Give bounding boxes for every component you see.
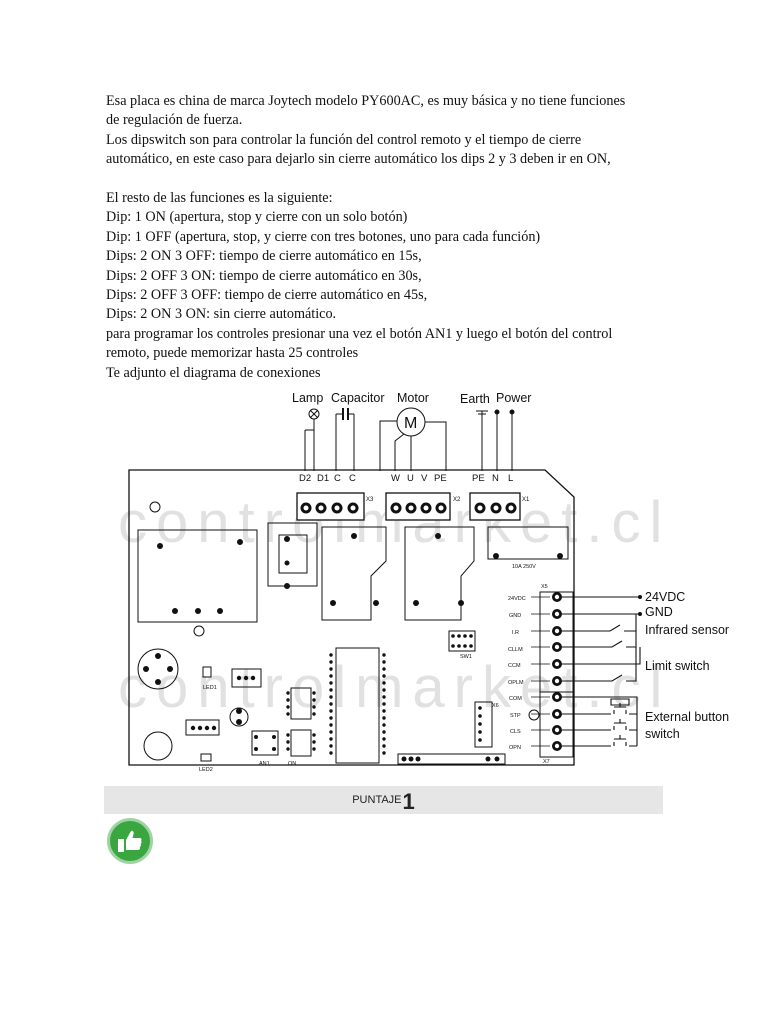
on-label: ON [288, 761, 296, 767]
paragraph-line: El resto de las funciones es la siguient… [106, 190, 333, 207]
x7-pin-com: COM [509, 696, 522, 702]
relay-1-inner [278, 534, 308, 574]
fuse-label: 10A 250V [512, 564, 536, 570]
mount-hole [149, 501, 161, 513]
connector-x6 [474, 701, 493, 748]
paragraph-line: Dip: 1 ON (apertura, stop y cierre con u… [106, 209, 408, 226]
x3-label: X3 [366, 497, 374, 503]
buzzer [137, 648, 179, 690]
wiring-diagram: controlmarket.cl controlmarket.cl Lamp C… [118, 391, 729, 773]
ext-button-label-2: switch [645, 727, 680, 741]
x7-pin-stp: STP [510, 713, 521, 719]
ext-infrared-label: Infrared sensor [645, 623, 729, 637]
x5-pin-oplm: OPLM [508, 680, 524, 686]
x2-label: X2 [453, 497, 461, 503]
paragraph-line: Dips: 2 ON 3 OFF: tiempo de cierre autom… [106, 248, 422, 265]
an1-label: AN1 [259, 761, 270, 767]
x6-label: X6 [492, 703, 499, 709]
chip-pins [286, 653, 386, 755]
connector-bottom [397, 753, 506, 765]
x2-pin-v: V [421, 473, 428, 484]
x5-pin-gnd: GND [509, 613, 521, 619]
ext-gnd-label: GND [645, 605, 673, 619]
motor-symbol: M [404, 415, 417, 432]
paragraph-line: Esa placa es china de marca Joytech mode… [106, 93, 626, 109]
paragraph-line: Dip: 1 OFF (apertura, stop, y cierre con… [106, 228, 541, 245]
paragraph-line: Te adjunto el diagrama de conexiones [106, 364, 321, 381]
relay-3 [404, 526, 475, 621]
dipswitch-sw1 [448, 630, 476, 652]
mount-hole [193, 625, 205, 637]
relay-2 [321, 526, 387, 621]
x3-pin-d2: D2 [299, 473, 311, 484]
x5-pin-ir: I.R [512, 630, 519, 636]
x1-pin-l: L [508, 473, 513, 484]
score-label: PUNTAJE [352, 794, 402, 806]
x1-pin-pe: PE [472, 473, 485, 484]
ext-button-label: External button [645, 710, 729, 724]
external-wiring [562, 596, 641, 747]
ic-1 [290, 687, 312, 720]
paragraph-line: de regulación de fuerza. [106, 112, 243, 129]
article-text: Esa placa es china de marca Joytech mode… [106, 92, 686, 383]
x7-pin-opn: OPN [509, 745, 521, 751]
an1-button [251, 730, 279, 756]
paragraph-line: automático, en este caso para dejarlo si… [106, 151, 611, 168]
power-label: Power [496, 391, 531, 405]
x2-pin-u: U [407, 473, 414, 484]
x5-pin-cllm: CLLM [508, 647, 523, 653]
led2 [200, 753, 212, 762]
x1-label: X1 [522, 497, 530, 503]
x2-pin-w: W [391, 473, 400, 484]
fuse [487, 526, 569, 560]
mcu-chip [335, 647, 380, 764]
x5-pin-ccm: CCM [508, 663, 521, 669]
earth-label: Earth [460, 392, 490, 406]
paragraph-line: Dips: 2 OFF 3 OFF: tiempo de cierre auto… [106, 287, 428, 304]
connector-small-2 [185, 719, 220, 736]
paragraph-line: Los dipswitch son para controlar la func… [106, 131, 582, 148]
lamp-label: Lamp [292, 391, 323, 405]
led1 [202, 666, 212, 678]
led1-label: LED1 [203, 685, 217, 691]
x7-label: X7 [543, 759, 550, 765]
terminal-block-x7 [539, 691, 574, 758]
ext-limit-switch-label: Limit switch [645, 659, 710, 673]
paragraph-line: Dips: 2 OFF 3 ON: tiempo de cierre autom… [106, 267, 422, 284]
capacitor-1 [143, 731, 173, 761]
blank-line [106, 170, 686, 189]
x1-pin-n: N [492, 473, 499, 484]
x7-pin-cls: CLS [510, 729, 521, 735]
x5-pin-24vdc: 24VDC [508, 596, 526, 602]
paragraph-line: Dips: 2 ON 3 ON: sin cierre automático. [106, 306, 337, 323]
paragraph-line: remoto, puede memorizar hasta 25 control… [106, 345, 359, 362]
motor-label: Motor [397, 391, 429, 405]
connector-small [231, 668, 262, 688]
x2-pin-pe: PE [434, 473, 447, 484]
led2-label: LED2 [199, 767, 213, 773]
x5-label: X5 [541, 584, 548, 590]
x3-pin-c2: C [349, 473, 356, 484]
top-wiring [304, 407, 515, 471]
capacitor-label: Capacitor [331, 391, 385, 405]
ic-2 [290, 729, 312, 757]
thumbs-up-icon [118, 830, 142, 852]
relay-1 [267, 522, 318, 587]
like-button[interactable] [107, 818, 153, 864]
paragraph-line: para programar los controles presionar u… [106, 325, 613, 342]
mount-hole [528, 709, 540, 721]
ext-24vdc-label: 24VDC [645, 590, 685, 604]
sw1-label: SW1 [460, 654, 472, 660]
transformer [137, 529, 258, 623]
score-value: 1 [402, 789, 415, 814]
x3-pin-d1: D1 [317, 473, 329, 484]
x3-pin-c1: C [334, 473, 341, 484]
score-bar: PUNTAJE 1 [104, 786, 663, 814]
watermark-bottom: controlmarket.cl [118, 655, 671, 720]
